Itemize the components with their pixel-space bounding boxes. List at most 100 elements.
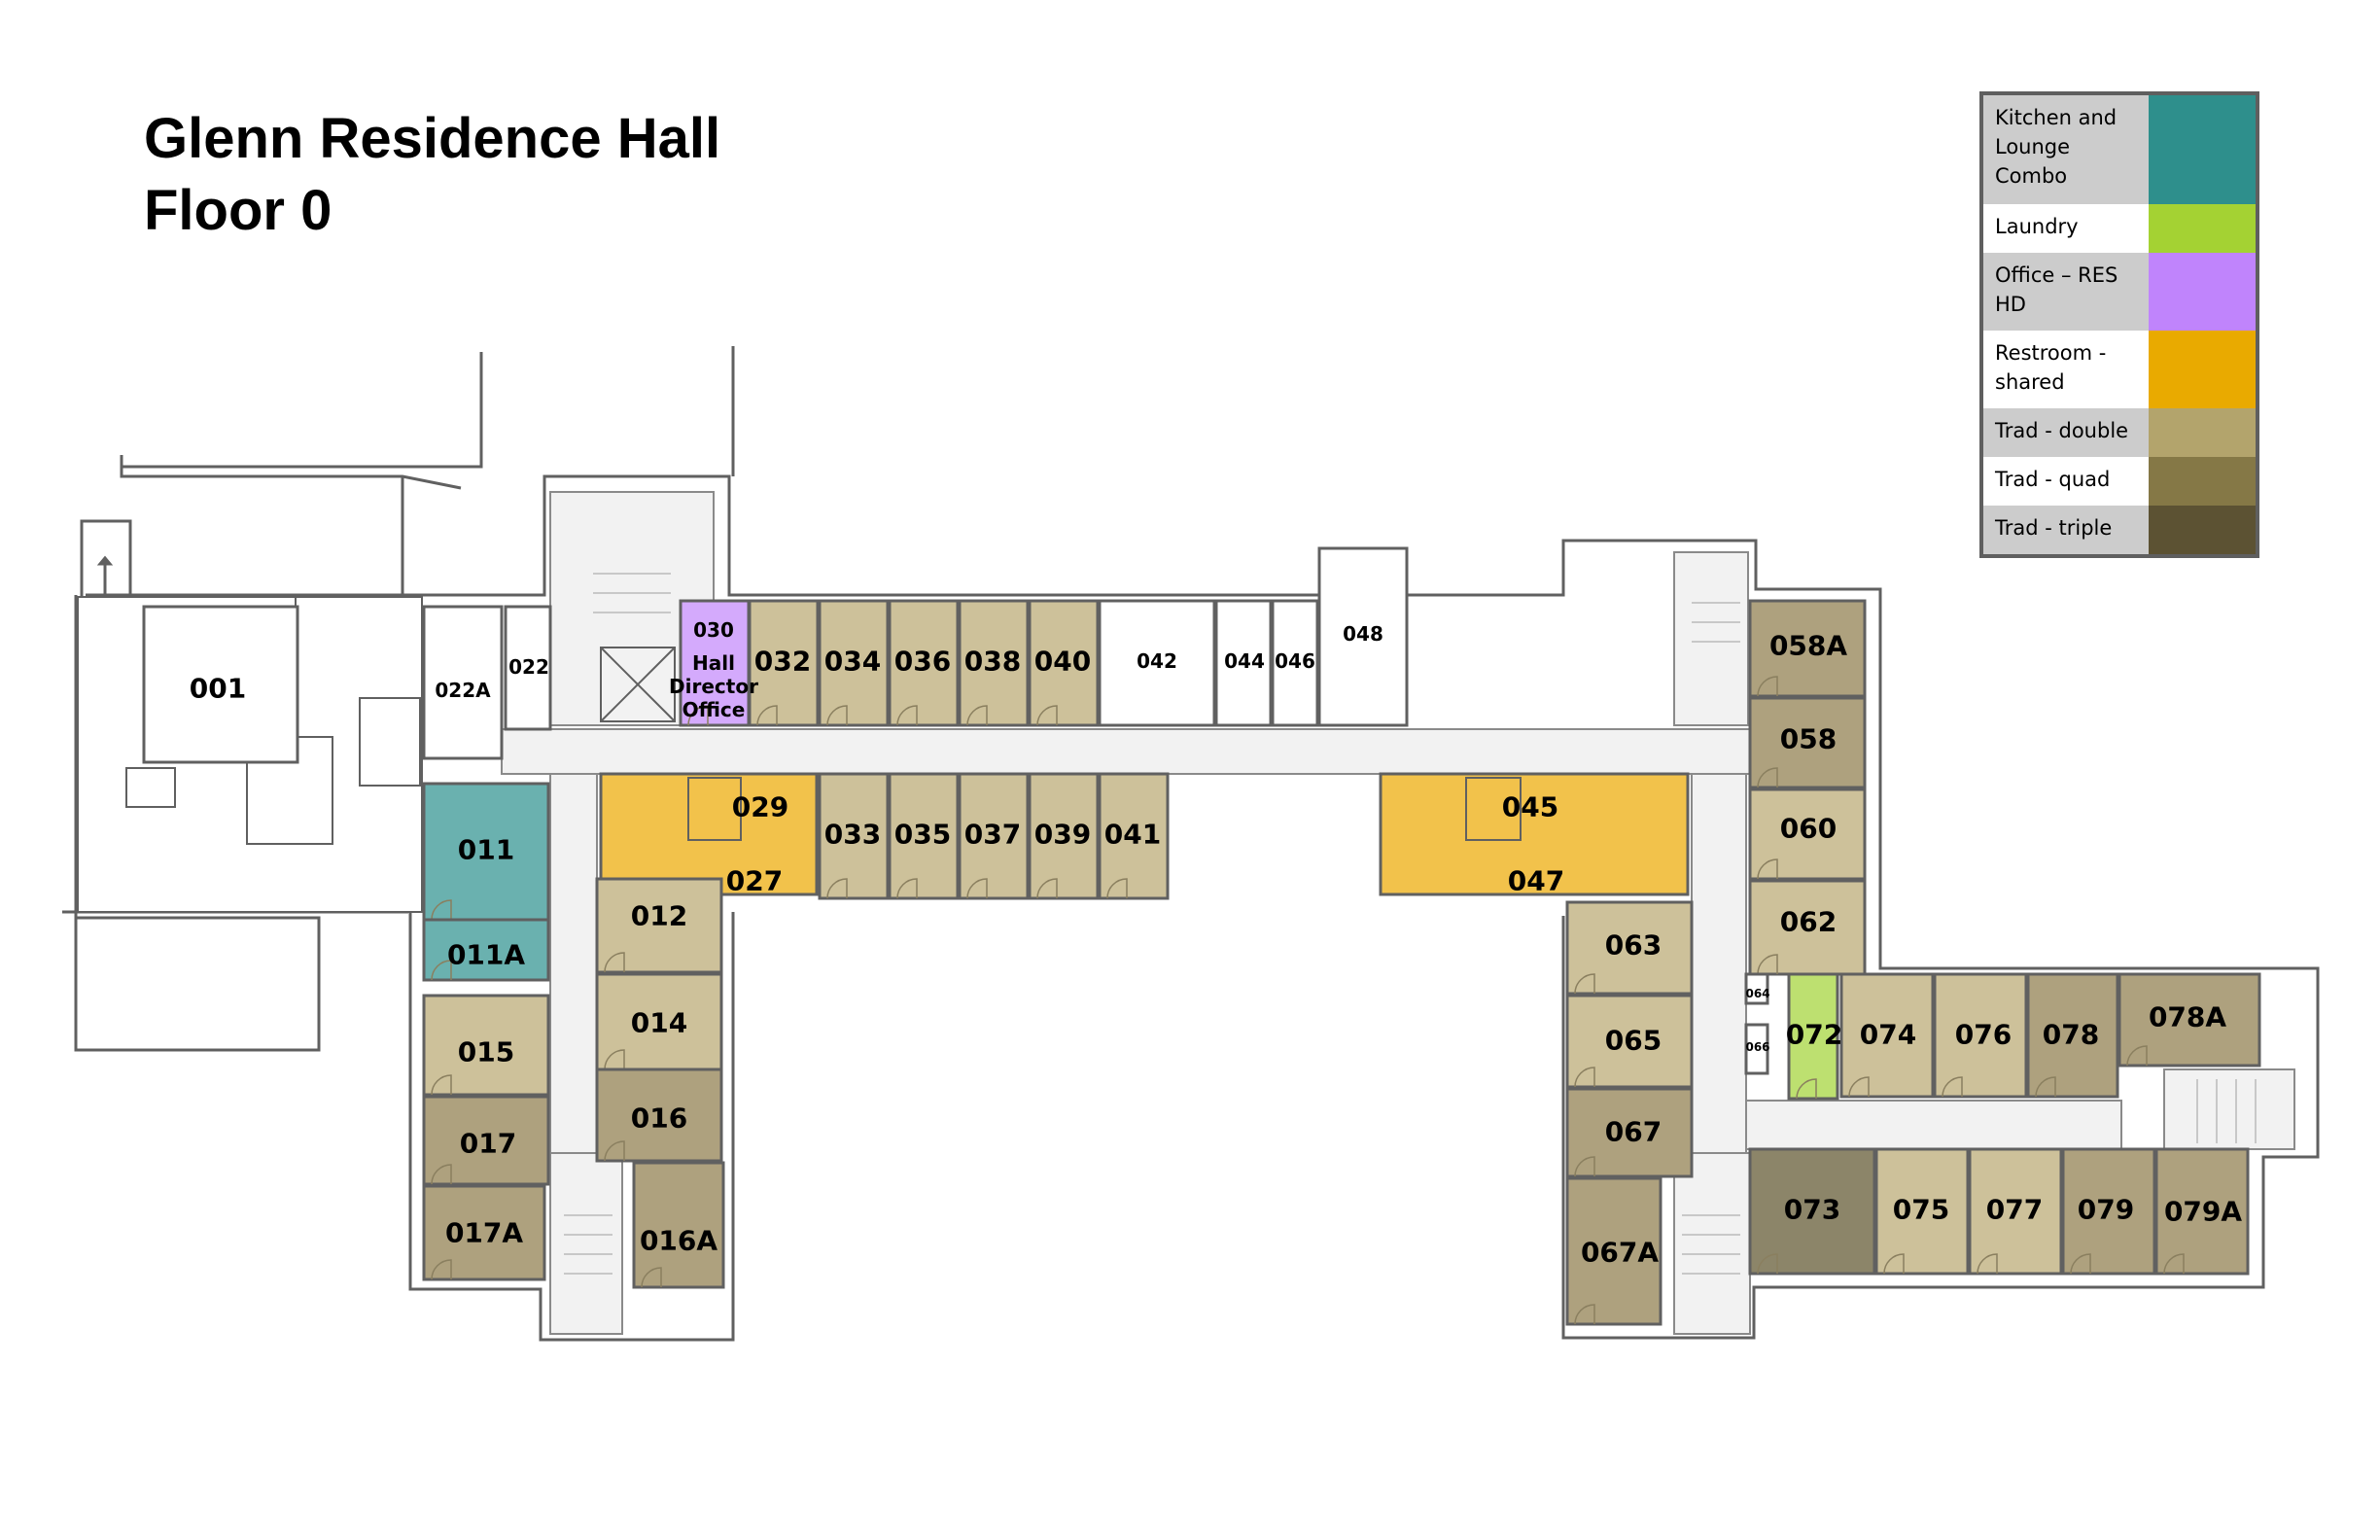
room-015[interactable] [422,994,550,1097]
room-063[interactable] [1565,900,1694,996]
room-022[interactable] [504,605,552,731]
room-label-040: 040 [1034,646,1091,678]
room-079[interactable] [2061,1147,2156,1276]
room-039[interactable] [1028,772,1100,900]
room-075[interactable] [1874,1147,1970,1276]
room-label-058A: 058A [1769,630,1847,662]
room-label-011: 011 [458,834,514,866]
room-058[interactable] [1748,696,1867,789]
room-064[interactable] [1744,972,1769,1005]
room-label-044: 044 [1224,649,1265,673]
room-074[interactable] [1839,972,1935,1099]
room-078A[interactable] [2118,972,2261,1068]
room-label-060: 060 [1780,813,1837,845]
room-079A[interactable] [2154,1147,2250,1276]
room-label-016A: 016A [640,1225,718,1257]
room-033[interactable] [818,772,890,900]
room-062[interactable] [1748,879,1867,976]
room-016A[interactable] [632,1161,725,1289]
door-icon [1574,1067,1595,1088]
room-067A[interactable] [1565,1176,1662,1326]
room-label-066: 066 [1745,1040,1769,1054]
room-066[interactable] [1744,1023,1769,1075]
room-044[interactable] [1214,599,1273,727]
legend-swatch [2149,253,2256,331]
room-058A[interactable] [1748,599,1867,698]
door-icon [1848,1076,1870,1098]
legend-row: Trad - triple [1983,506,2256,554]
room-012[interactable] [595,877,723,974]
door-icon [1757,954,1778,975]
door-icon [431,1074,452,1096]
room-045[interactable] [1465,777,1522,841]
room-042[interactable] [1098,599,1216,727]
room-077[interactable] [1968,1147,2063,1276]
door-icon [1757,1253,1778,1275]
room-032[interactable] [748,599,820,727]
door-icon [896,705,918,726]
room-label-062: 062 [1780,906,1837,938]
legend-label: Kitchen and Lounge Combo [1983,95,2149,204]
room-067[interactable] [1565,1087,1694,1178]
room-label-015: 015 [458,1036,514,1068]
room-011[interactable] [422,782,550,922]
room-011A[interactable] [422,918,550,982]
room-label-045: 045 [1502,791,1558,823]
room-label-077: 077 [1986,1194,2043,1226]
room-078[interactable] [2026,972,2119,1099]
legend-row: Kitchen and Lounge Combo [1983,95,2256,204]
door-icon [966,705,988,726]
door-icon [604,1140,625,1162]
room-030[interactable] [679,599,751,727]
room-014[interactable] [595,972,723,1071]
door-icon [756,705,778,726]
door-icon [604,952,625,973]
stair-treads [564,573,2257,1275]
room-label-074: 074 [1860,1019,1916,1051]
door-icon [2035,1076,2056,1098]
room-label-022A: 022A [435,679,491,702]
room-047[interactable] [1379,772,1690,896]
room-041[interactable] [1098,772,1170,900]
door-icon [1036,878,1058,899]
room-073[interactable] [1748,1147,1876,1276]
room-060[interactable] [1748,788,1867,881]
door-icon [2070,1253,2091,1275]
room-038[interactable] [958,599,1030,727]
room-076[interactable] [1933,972,2028,1099]
legend-swatch [2149,331,2256,408]
room-label-072: 072 [1786,1019,1842,1051]
room-label-067A: 067A [1581,1237,1659,1269]
legend-label: Restroom - shared [1983,331,2149,408]
room-035[interactable] [888,772,960,900]
room-001[interactable] [142,605,299,764]
building-name: Glenn Residence Hall [144,107,721,170]
room-016[interactable] [595,1068,723,1163]
door-icon [431,1164,452,1185]
room-040[interactable] [1028,599,1100,727]
legend-label: Trad - quad [1983,457,2149,506]
room-022A[interactable] [422,605,504,760]
room-label-047: 047 [1508,865,1564,897]
door-icon [431,899,452,921]
room-029[interactable] [687,777,742,841]
room-037[interactable] [958,772,1030,900]
room-017A[interactable] [422,1184,546,1281]
door-icon [641,1267,662,1288]
door-icon [1106,878,1128,899]
room-017[interactable] [422,1095,550,1186]
floor-label: Floor 0 [144,179,332,242]
room-072[interactable] [1787,972,1839,1101]
room-label-065: 065 [1605,1025,1662,1057]
legend-label: Office – RES HD [1983,253,2149,331]
room-label-067: 067 [1605,1116,1662,1148]
room-065[interactable] [1565,994,1694,1089]
room-036[interactable] [888,599,960,727]
room-046[interactable] [1271,599,1319,727]
room-034[interactable] [818,599,890,727]
door-icon [604,1049,625,1070]
door-icon [826,705,848,726]
room-048[interactable] [1317,546,1409,727]
legend-row: Office – RES HD [1983,253,2256,331]
